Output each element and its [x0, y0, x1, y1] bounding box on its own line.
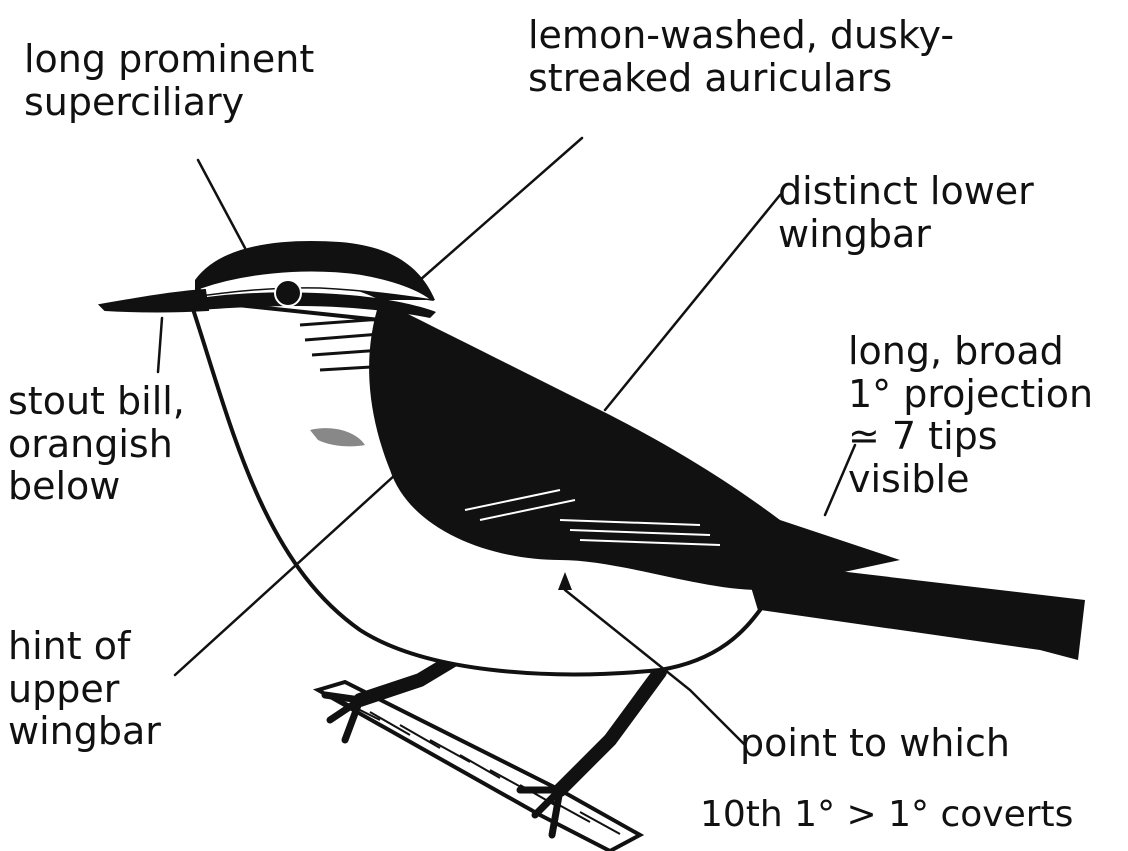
leader-superciliary [198, 160, 245, 248]
label-point: point to which [740, 722, 1010, 765]
label-projection: long, broad 1° projection ≃ 7 tips visib… [848, 330, 1093, 500]
label-lower-wingbar: distinct lower wingbar [778, 170, 1034, 255]
bird-eye [275, 280, 301, 306]
label-auriculars: lemon-washed, dusky- streaked auriculars [528, 14, 954, 99]
label-superciliary: long prominent superciliary [24, 38, 314, 123]
bird-legs [325, 650, 660, 835]
leader-auriculars [420, 138, 582, 280]
leader-bill [158, 318, 162, 372]
bird-bill [100, 290, 208, 312]
label-upper-wingbar: hint of upper wingbar [8, 625, 161, 753]
label-bill: stout bill, orangish below [8, 380, 185, 508]
leader-lower-wingbar [605, 195, 780, 410]
label-coverts: 10th 1° > 1° coverts [700, 795, 1073, 835]
